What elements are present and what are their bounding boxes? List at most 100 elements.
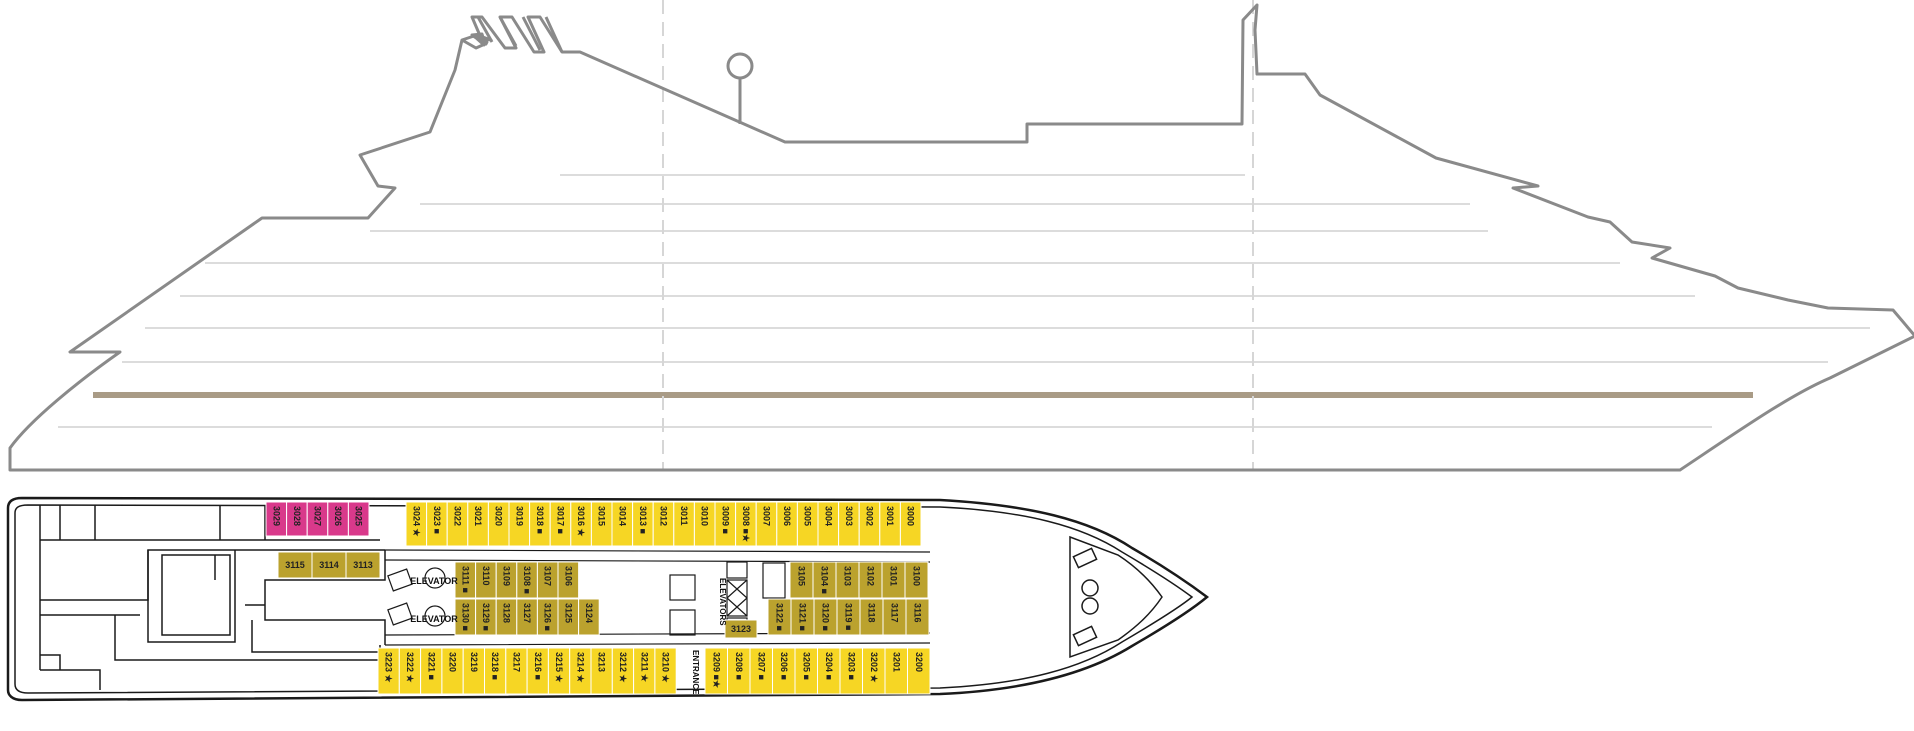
cabin-3114[interactable] <box>311 551 347 579</box>
cabin-number: 3201 <box>891 652 901 672</box>
cabin-number: 3119 ■ <box>844 603 854 630</box>
cabin-number: 3019 <box>514 506 524 526</box>
cabin-number: 3122 ■ <box>775 603 785 631</box>
cabin-number: 3115 <box>285 560 305 570</box>
cabin-number: 3017 ■ <box>556 506 566 534</box>
cabin-number: 3005 <box>803 506 813 526</box>
cabin-number: 3113 <box>353 560 373 570</box>
cabin-3116[interactable] <box>905 598 930 636</box>
cabin-number: 3010 <box>700 506 710 526</box>
elevator-label-upper: ELEVATOR <box>410 576 458 586</box>
cabin-number: 3103 <box>843 566 853 586</box>
cabin-number: 3009 ■ <box>720 506 730 534</box>
cabin-number: 3023 ■ <box>432 506 442 534</box>
cabin-number: 3008 ■★ <box>741 506 751 543</box>
cabin-number: 3016 ★ <box>576 506 586 538</box>
staircase-icon <box>669 574 696 601</box>
cabin-3200[interactable] <box>907 647 931 695</box>
cabin-number: 3217 <box>511 652 521 672</box>
cabin-number: 3212 ★ <box>618 652 628 684</box>
cabin-number: 3102 <box>866 566 876 586</box>
cabin-number: 3029 <box>271 506 281 526</box>
ship-side-profile <box>8 0 1914 472</box>
elevators-label: ELEVATORS <box>718 578 727 626</box>
stairs-elevators <box>387 561 786 636</box>
cabin-number: 3012 <box>659 506 669 526</box>
cabin-3115[interactable] <box>277 551 313 579</box>
cabin-number: 3120 ■ <box>821 603 831 631</box>
cabin-number: 3003 <box>844 506 854 526</box>
cabin-number: 3206 ■ <box>779 652 789 680</box>
cabin-3124[interactable] <box>578 598 600 636</box>
cabin-number: 3214 ★ <box>575 652 585 684</box>
cabin-number: 3222 ★ <box>405 652 415 684</box>
cabin-number: 3110 <box>481 566 491 586</box>
cabin-3106[interactable] <box>557 561 580 599</box>
cabin-number: 3004 <box>823 506 833 526</box>
cabin-number: 3128 <box>502 603 512 623</box>
cabin-number: 3121 ■ <box>798 603 808 631</box>
cabin-number: 3210 ★ <box>661 652 671 684</box>
cabin-number: 3020 <box>494 506 504 526</box>
cabin-number: 3213 <box>597 652 607 672</box>
cabin-number: 3111 ■ <box>460 566 470 593</box>
cabin-number: 3027 <box>313 506 323 526</box>
cabin-number: 3124 <box>584 603 594 623</box>
cabin-number: 3026 <box>333 506 343 526</box>
staircase-icon <box>726 561 748 579</box>
cabin-number: 3125 <box>563 603 573 623</box>
hull-outline <box>8 3 1914 472</box>
cabin-number: 3223 ★ <box>384 652 394 684</box>
cabin-number: 3014 <box>617 506 627 526</box>
cabin-number: 3127 <box>522 603 532 623</box>
cabin-number: 3021 <box>473 506 483 526</box>
cabin-number: 3001 <box>885 506 895 526</box>
cabin-number: 3219 <box>469 652 479 672</box>
cabin-3100[interactable] <box>904 561 929 599</box>
cabin-number: 3200 <box>914 652 924 672</box>
cabin-number: 3105 <box>797 566 807 586</box>
cabin-number: 3100 <box>912 566 922 586</box>
cabin-number: 3207 ■ <box>756 652 766 680</box>
cabin-number: 3129 ■ <box>481 603 491 631</box>
cabin-number: 3108 ■ <box>522 566 532 594</box>
elevator-label-lower: ELEVATOR <box>410 614 458 624</box>
cabin-number: 3006 <box>782 506 792 526</box>
cabin-number: 3101 <box>889 566 899 586</box>
cabin-number: 3013 ■ <box>638 506 648 534</box>
cabin-number: 3104 ■ <box>820 566 830 594</box>
cabin-number: 3203 ■ <box>846 652 856 680</box>
cabin-number: 3000 <box>906 506 916 526</box>
cabin-3210[interactable] <box>654 647 677 695</box>
deck-hull-inner <box>14 504 1194 694</box>
cabin-number: 3107 <box>543 566 553 586</box>
aft-structure <box>39 505 386 690</box>
cabin-3000[interactable] <box>899 501 922 547</box>
cabin-number: 3015 <box>597 506 607 526</box>
cabin-number: 3205 ■ <box>801 652 811 680</box>
cabin-number: 3028 <box>292 506 302 526</box>
cabin-number: 3204 ■ <box>824 652 834 680</box>
cabin-number: 3123 <box>731 624 751 634</box>
lounge-chair-icon <box>387 602 413 626</box>
cabin-3025[interactable] <box>347 501 370 537</box>
cabin-number: 3109 <box>502 566 512 586</box>
cabin-3113[interactable] <box>345 551 381 579</box>
lounge-chair-icon <box>387 568 413 592</box>
staircase-icon <box>669 609 696 636</box>
cabin-number: 3130 ■ <box>460 603 470 631</box>
cabin-number: 3018 ■ <box>535 506 545 534</box>
cabin-3123[interactable] <box>724 619 758 639</box>
cabin-number: 3221 ■ <box>426 652 436 680</box>
cabin-number: 3209 ■★ <box>711 652 721 689</box>
cabin-number: 3220 <box>448 652 458 672</box>
cabin-number: 3208 ■ <box>734 652 744 680</box>
forward-structure <box>1069 535 1163 659</box>
cabin-number: 3216 ■ <box>533 652 543 680</box>
cabin-number: 3007 <box>762 506 772 526</box>
cabin-number: 3011 <box>679 506 689 526</box>
cabin-number: 3202 ★ <box>869 652 879 684</box>
